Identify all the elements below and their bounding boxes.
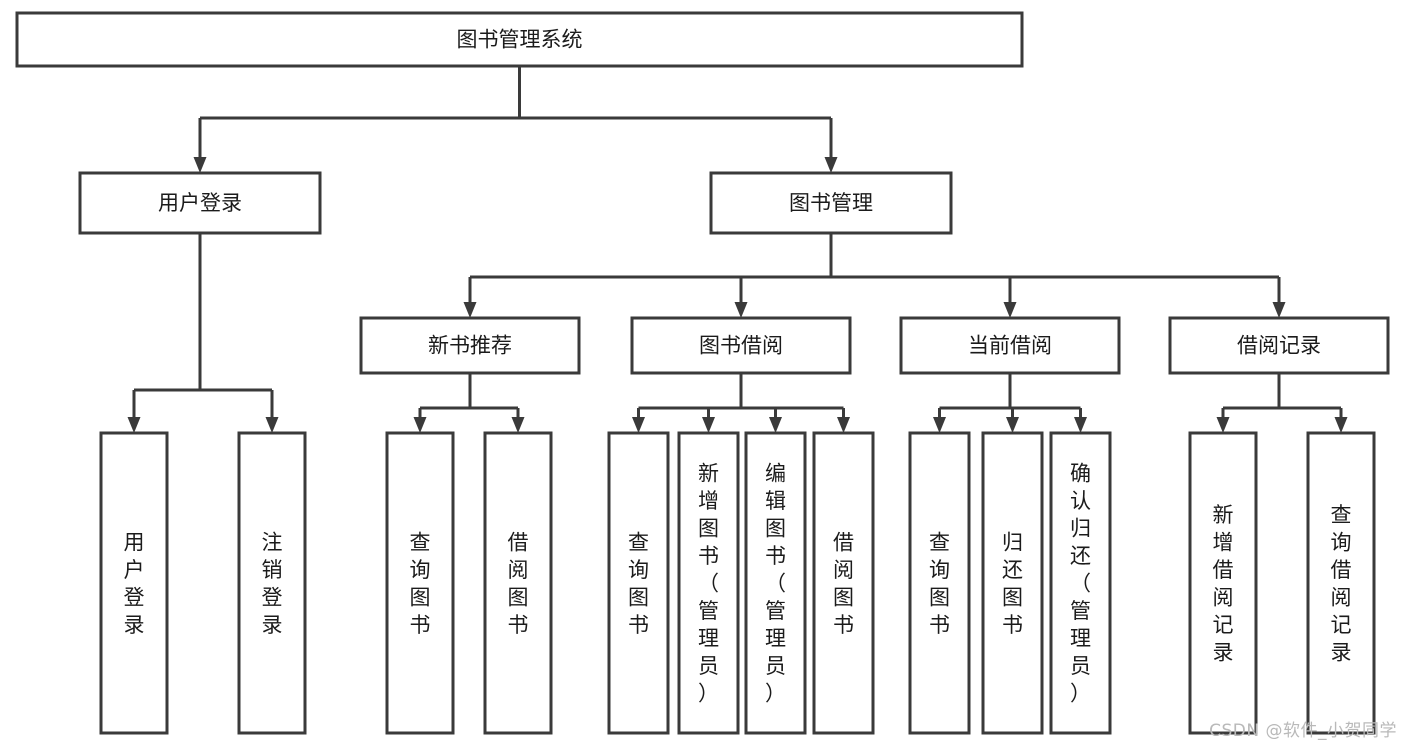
arrow-head-icon xyxy=(769,417,782,433)
node-label: 归还图书 xyxy=(1002,530,1023,637)
arrow-head-icon xyxy=(265,417,279,433)
node-current-borrow[interactable]: 当前借阅 xyxy=(899,316,1121,375)
node-book-borrow[interactable]: 图书借阅 xyxy=(630,316,852,375)
node-label: 注销登录 xyxy=(262,530,283,637)
node-label: 编辑图书（管理员） xyxy=(765,462,786,706)
arrow-head-icon xyxy=(824,157,838,173)
node-leaf-edit-book[interactable]: 编辑图书（管理员） xyxy=(744,431,807,735)
arrow-head-icon xyxy=(1003,302,1017,318)
node-box xyxy=(744,431,807,735)
node-label: 新增借阅记录 xyxy=(1213,503,1234,665)
node-borrow-record[interactable]: 借阅记录 xyxy=(1168,316,1390,375)
node-box xyxy=(1168,316,1390,375)
node-label: 当前借阅 xyxy=(968,334,1052,358)
node-box xyxy=(709,171,953,235)
node-box xyxy=(630,316,852,375)
node-book-manage[interactable]: 图书管理 xyxy=(709,171,953,235)
node-box xyxy=(237,431,307,735)
arrow-head-icon xyxy=(511,417,525,433)
node-box xyxy=(99,431,169,735)
watermark-label: CSDN @软件_小贺同学 xyxy=(1209,721,1397,741)
node-label: 借阅图书 xyxy=(833,530,854,637)
node-box xyxy=(1049,431,1112,735)
node-new-book-rec[interactable]: 新书推荐 xyxy=(359,316,581,375)
node-box xyxy=(385,431,455,735)
node-leaf-query-book-rec[interactable]: 查询图书 xyxy=(385,431,455,735)
node-leaf-query-book-borrow[interactable]: 查询图书 xyxy=(607,431,670,735)
node-leaf-confirm-return[interactable]: 确认归还（管理员） xyxy=(1049,431,1112,735)
node-layer: 图书管理系统用户登录图书管理新书推荐图书借阅当前借阅借阅记录用户登录注销登录查询… xyxy=(15,11,1390,735)
arrow-head-icon xyxy=(1074,417,1087,433)
node-label: 用户登录 xyxy=(124,530,145,637)
node-label: 借阅图书 xyxy=(508,530,529,637)
node-leaf-borrow-book[interactable]: 借阅图书 xyxy=(812,431,875,735)
arrow-head-icon xyxy=(1216,417,1230,433)
arrow-head-icon xyxy=(193,157,207,173)
node-box xyxy=(677,431,740,735)
connector-layer xyxy=(127,66,1348,433)
arrow-head-icon xyxy=(463,302,477,318)
node-leaf-return-book[interactable]: 归还图书 xyxy=(981,431,1044,735)
node-leaf-query-book-cur[interactable]: 查询图书 xyxy=(908,431,971,735)
arrow-head-icon xyxy=(837,417,850,433)
node-leaf-add-record[interactable]: 新增借阅记录 xyxy=(1188,431,1258,735)
node-label: 借阅记录 xyxy=(1237,334,1321,358)
node-label: 查询图书 xyxy=(929,530,950,637)
node-leaf-user-login[interactable]: 用户登录 xyxy=(99,431,169,735)
node-label: 图书管理 xyxy=(789,191,873,215)
node-box xyxy=(899,316,1121,375)
node-box xyxy=(1306,431,1376,735)
node-box xyxy=(981,431,1044,735)
node-user-login[interactable]: 用户登录 xyxy=(78,171,322,235)
node-label: 用户登录 xyxy=(158,191,242,215)
arrow-head-icon xyxy=(933,417,946,433)
node-label: 查询图书 xyxy=(628,530,649,637)
node-box xyxy=(15,11,1024,68)
node-label: 新增图书（管理员） xyxy=(698,462,719,706)
node-label: 查询图书 xyxy=(410,530,431,637)
node-leaf-add-book[interactable]: 新增图书（管理员） xyxy=(677,431,740,735)
arrow-head-icon xyxy=(1006,417,1019,433)
node-box xyxy=(908,431,971,735)
node-box xyxy=(607,431,670,735)
node-box xyxy=(483,431,553,735)
arrow-head-icon xyxy=(632,417,645,433)
node-label: 图书借阅 xyxy=(699,334,783,358)
node-box xyxy=(812,431,875,735)
node-box xyxy=(78,171,322,235)
arrow-head-icon xyxy=(702,417,715,433)
node-label: 图书管理系统 xyxy=(457,28,583,52)
node-leaf-query-record[interactable]: 查询借阅记录 xyxy=(1306,431,1376,735)
node-box xyxy=(1188,431,1258,735)
node-label: 查询借阅记录 xyxy=(1331,503,1352,665)
node-label: 确认归还（管理员） xyxy=(1070,462,1091,706)
arrow-head-icon xyxy=(734,302,748,318)
node-box xyxy=(359,316,581,375)
arrow-head-icon xyxy=(1334,417,1348,433)
node-leaf-borrow-book-rec[interactable]: 借阅图书 xyxy=(483,431,553,735)
arrow-head-icon xyxy=(1272,302,1286,318)
node-root[interactable]: 图书管理系统 xyxy=(15,11,1024,68)
node-label: 新书推荐 xyxy=(428,334,512,358)
node-leaf-user-logout[interactable]: 注销登录 xyxy=(237,431,307,735)
arrow-head-icon xyxy=(127,417,141,433)
arrow-head-icon xyxy=(413,417,427,433)
